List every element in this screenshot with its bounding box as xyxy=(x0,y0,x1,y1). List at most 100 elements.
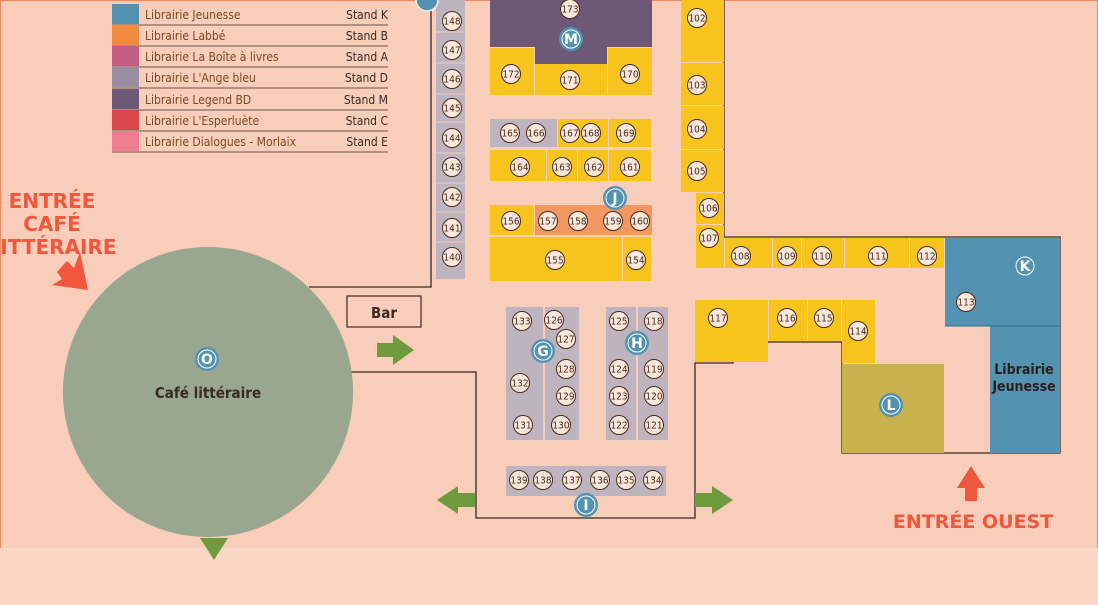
stand-129[interactable]: 129 xyxy=(556,386,576,406)
stand-108[interactable]: 108 xyxy=(731,246,751,266)
stand-116[interactable]: 116 xyxy=(777,308,797,328)
stand-112[interactable]: 112 xyxy=(917,246,937,266)
stand-155[interactable]: 155 xyxy=(545,250,565,270)
zone-j-marker[interactable] xyxy=(603,186,627,210)
stand-121[interactable]: 121 xyxy=(644,415,664,435)
stand-124[interactable]: 124 xyxy=(609,359,629,379)
stand-147[interactable]: 147 xyxy=(442,40,462,60)
stand-128[interactable]: 128 xyxy=(556,359,576,379)
booth-117[interactable] xyxy=(695,300,768,362)
stand-number: 131 xyxy=(514,421,531,432)
zone-i-marker[interactable] xyxy=(574,493,598,517)
stand-164[interactable]: 164 xyxy=(510,157,530,177)
stand-160[interactable]: 160 xyxy=(630,211,650,231)
stand-113[interactable]: 113 xyxy=(956,292,976,312)
stand-157[interactable]: 157 xyxy=(538,211,558,231)
stand-162[interactable]: 162 xyxy=(584,157,604,177)
stand-158[interactable]: 158 xyxy=(568,211,588,231)
stand-159[interactable]: 159 xyxy=(603,211,623,231)
stand-103[interactable]: 103 xyxy=(687,75,707,95)
stand-circle xyxy=(644,386,664,406)
zone-g-marker[interactable] xyxy=(531,339,555,363)
stand-130[interactable]: 130 xyxy=(551,415,571,435)
stand-106[interactable]: 106 xyxy=(699,198,719,218)
stand-172[interactable]: 172 xyxy=(501,64,521,84)
stand-168[interactable]: 168 xyxy=(581,123,601,143)
stand-number: 118 xyxy=(645,317,662,328)
stand-163[interactable]: 163 xyxy=(552,157,572,177)
stand-141[interactable]: 141 xyxy=(442,218,462,238)
stand-171[interactable]: 171 xyxy=(560,70,580,90)
stand-148[interactable]: 148 xyxy=(442,11,462,31)
stand-140[interactable]: 140 xyxy=(442,247,462,267)
stand-120[interactable]: 120 xyxy=(644,386,664,406)
librairie-jeunesse-block[interactable] xyxy=(990,326,1060,453)
stand-118[interactable]: 118 xyxy=(644,311,664,331)
stand-circle xyxy=(868,246,888,266)
stand-circle xyxy=(814,308,834,328)
stand-169[interactable]: 169 xyxy=(616,123,636,143)
red-arrow-cafe-entrance xyxy=(52,252,88,290)
zone-m-marker[interactable] xyxy=(559,27,583,51)
stand-105[interactable]: 105 xyxy=(687,161,707,181)
stand-123[interactable]: 123 xyxy=(609,386,629,406)
stand-circle xyxy=(442,218,462,238)
stand-107[interactable]: 107 xyxy=(699,228,719,248)
stand-circle xyxy=(442,40,462,60)
stand-131[interactable]: 131 xyxy=(513,415,533,435)
stand-circle xyxy=(442,247,462,267)
stand-k-block[interactable] xyxy=(945,238,1060,326)
zone-k-marker[interactable] xyxy=(1013,254,1037,278)
stand-117[interactable]: 117 xyxy=(708,308,728,328)
stand-173[interactable]: 173 xyxy=(560,0,580,19)
stand-136[interactable]: 136 xyxy=(590,470,610,490)
stand-114[interactable]: 114 xyxy=(848,321,868,341)
zone-o-marker[interactable] xyxy=(195,347,219,371)
stand-134[interactable]: 134 xyxy=(643,470,663,490)
stand-circle xyxy=(699,228,719,248)
stand-135[interactable]: 135 xyxy=(616,470,636,490)
stand-167[interactable]: 167 xyxy=(560,123,580,143)
stand-144[interactable]: 144 xyxy=(442,128,462,148)
stand-165[interactable]: 165 xyxy=(500,123,520,143)
stand-137[interactable]: 137 xyxy=(562,470,582,490)
stand-circle xyxy=(442,11,462,31)
stand-143[interactable]: 143 xyxy=(442,157,462,177)
legend-label: Librairie Jeunesse xyxy=(145,8,241,22)
zone-l-marker[interactable] xyxy=(879,393,903,417)
cafe-litteraire-area[interactable] xyxy=(63,247,353,537)
stand-110[interactable]: 110 xyxy=(812,246,832,266)
stand-154[interactable]: 154 xyxy=(626,250,646,270)
stand-119[interactable]: 119 xyxy=(644,359,664,379)
legend-label: Librairie Dialogues - Morlaix xyxy=(145,135,297,149)
stand-132[interactable]: 132 xyxy=(510,373,530,393)
stand-111[interactable]: 111 xyxy=(868,246,888,266)
stand-127[interactable]: 127 xyxy=(556,329,576,349)
stand-number: 155 xyxy=(546,256,563,267)
entrance-cafe-line3: LITTÉRAIRE xyxy=(0,235,116,259)
stand-161[interactable]: 161 xyxy=(620,157,640,177)
stand-142[interactable]: 142 xyxy=(442,187,462,207)
stand-circle xyxy=(616,470,636,490)
stand-circle xyxy=(616,123,636,143)
zone-h-marker[interactable] xyxy=(625,331,649,355)
stand-133[interactable]: 133 xyxy=(512,311,532,331)
stand-146[interactable]: 146 xyxy=(442,69,462,89)
stand-126[interactable]: 126 xyxy=(544,310,564,330)
stand-115[interactable]: 115 xyxy=(814,308,834,328)
stand-170[interactable]: 170 xyxy=(620,64,640,84)
stand-145[interactable]: 145 xyxy=(442,98,462,118)
stand-102[interactable]: 102 xyxy=(687,8,707,28)
stand-125[interactable]: 125 xyxy=(609,311,629,331)
stand-139[interactable]: 139 xyxy=(509,470,529,490)
stand-104[interactable]: 104 xyxy=(687,119,707,139)
stand-166[interactable]: 166 xyxy=(526,123,546,143)
stand-circle xyxy=(626,250,646,270)
booth-row-134-139[interactable] xyxy=(506,466,666,496)
stand-109[interactable]: 109 xyxy=(777,246,797,266)
booth-102[interactable] xyxy=(681,0,724,62)
stand-122[interactable]: 122 xyxy=(609,415,629,435)
stand-138[interactable]: 138 xyxy=(533,470,553,490)
stand-156[interactable]: 156 xyxy=(501,211,521,231)
